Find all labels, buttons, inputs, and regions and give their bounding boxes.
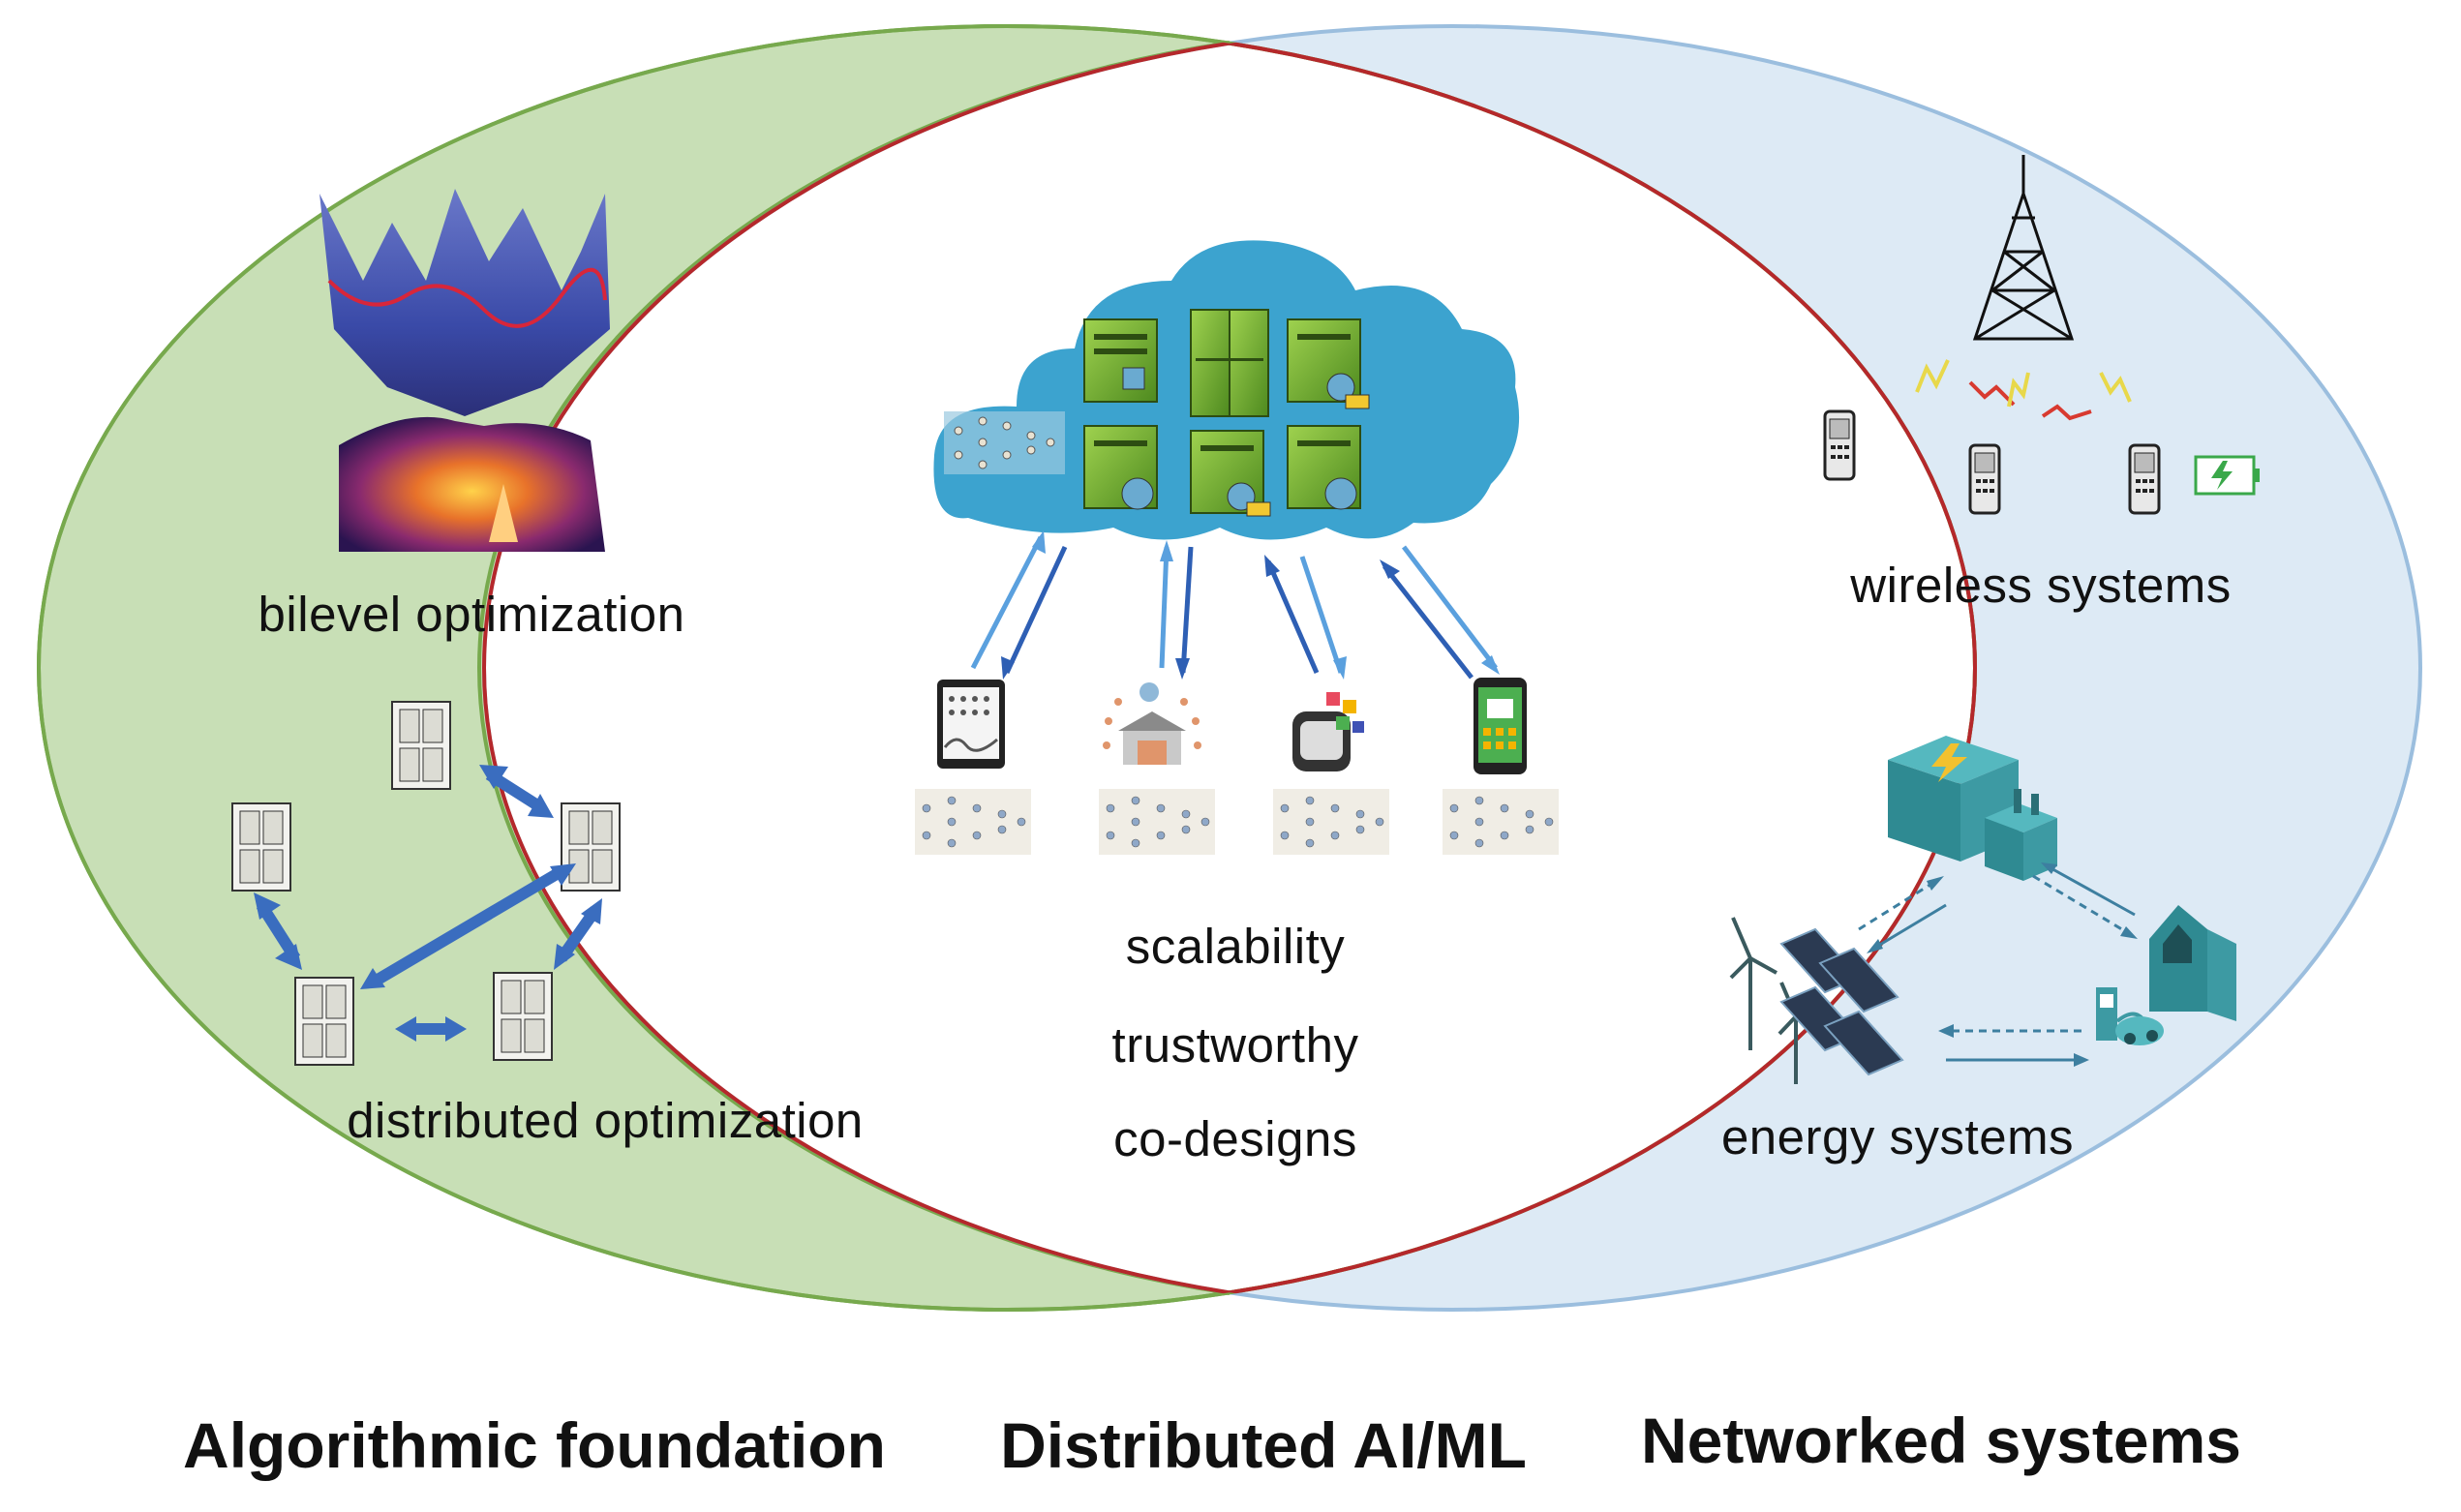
house-icon [2149, 905, 2236, 1021]
green-server-icon [1287, 318, 1370, 409]
label-trustworthy: trustworthy [1111, 1017, 1359, 1073]
cloud-device-arrows [970, 530, 1500, 680]
server-icon [294, 977, 354, 1066]
neural-net-icon [1099, 789, 1215, 855]
heading-networked-systems: Networked systems [1641, 1405, 2241, 1476]
green-server-icon [1190, 430, 1271, 517]
green-server-icon [1083, 425, 1158, 510]
power-plant-icon [1888, 736, 2057, 881]
double-arrows [254, 765, 602, 1042]
smartphone-icon [1474, 678, 1527, 774]
tablet-icon [937, 680, 1005, 769]
bilevel-surface-icon [319, 189, 610, 552]
server-icon [561, 802, 621, 892]
label-co-designs: co-designs [1113, 1111, 1357, 1166]
label-energy-systems: energy systems [1720, 1109, 2075, 1164]
lens-outline [482, 26, 1977, 1310]
heading-algorithmic-foundation: Algorithmic foundation [183, 1409, 886, 1481]
smart-home-icon [1103, 682, 1201, 765]
lightning-signals [1915, 359, 2132, 421]
green-server-icon [1287, 425, 1361, 510]
neural-net-icon [915, 789, 1031, 855]
server-icon [493, 972, 553, 1061]
cloud-servers [1083, 309, 1370, 517]
left-ellipse-outline [476, 41, 1230, 1295]
phone-icon [1968, 443, 2001, 515]
smartwatch-icon [1292, 692, 1364, 771]
phone-icon [1823, 409, 1856, 481]
energy-flow-arrows [1858, 862, 2138, 1067]
cell-tower-icon [1972, 155, 2075, 341]
green-server-icon [1190, 309, 1269, 417]
label-scalability: scalability [1125, 919, 1346, 974]
server-icon [391, 701, 451, 790]
label-bilevel-optimization: bilevel optimization [258, 587, 685, 642]
green-server-icon [1083, 318, 1158, 403]
distributed-servers-graph [231, 701, 621, 1066]
neural-net-icon [1273, 789, 1389, 855]
neural-net-icon [1443, 789, 1559, 855]
label-wireless-systems: wireless systems [1850, 558, 2232, 613]
solar-panels-icon [1779, 927, 1904, 1076]
server-icon [231, 802, 291, 892]
neural-net-icon [954, 416, 1055, 469]
battery-charging-icon [2194, 455, 2260, 496]
label-distributed-optimization: distributed optimization [347, 1093, 864, 1148]
ev-charger-icon [2096, 987, 2164, 1045]
heading-distributed-ai-ml: Distributed AI/ML [1000, 1409, 1527, 1481]
phone-icon [2128, 443, 2161, 515]
local-models [915, 789, 1559, 855]
